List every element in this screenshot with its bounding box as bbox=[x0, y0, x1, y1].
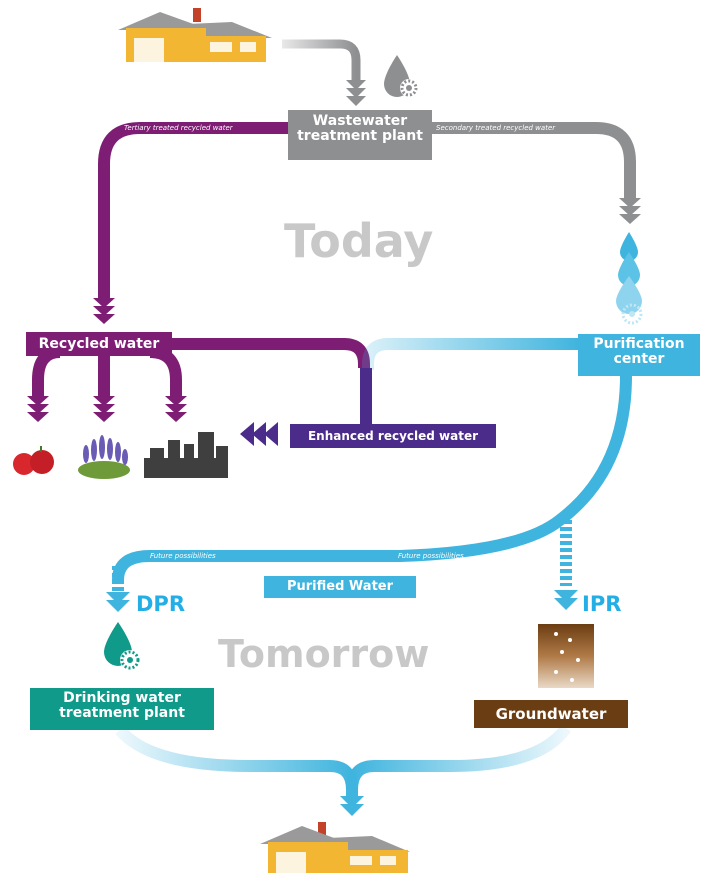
flow-tertiary bbox=[93, 122, 288, 324]
tomorrow-heading: Tomorrow bbox=[218, 632, 430, 676]
house-icon-bottom bbox=[260, 822, 410, 873]
groundwater-label: Groundwater bbox=[474, 700, 628, 728]
drinking-line2: treatment plant bbox=[59, 704, 185, 721]
future-possibilities-right: Future possibilities bbox=[398, 552, 464, 560]
flow-recycled-branches bbox=[27, 346, 187, 422]
flow-secondary bbox=[432, 122, 641, 224]
purified-water-label: Purified Water bbox=[264, 576, 416, 598]
groundwater-layers-icon bbox=[538, 624, 594, 688]
flow-purification-to-junction bbox=[362, 338, 580, 370]
water-drop-gear-icon bbox=[384, 55, 418, 97]
drinking-water-plant-label: Drinking water treatment plant bbox=[30, 688, 214, 730]
wastewater-plant-line2: treatment plant bbox=[297, 127, 423, 144]
today-heading: Today bbox=[284, 214, 434, 268]
recycled-water-label: Recycled water bbox=[26, 332, 172, 356]
enhanced-recycled-water-label: Enhanced recycled water bbox=[290, 424, 496, 448]
purification-line2: center bbox=[613, 350, 665, 367]
flow-bottom-converge bbox=[115, 724, 571, 816]
secondary-label: Secondary treated recycled water bbox=[436, 124, 556, 132]
water-drops-icon bbox=[616, 232, 642, 314]
wastewater-plant-line1: Wastewater bbox=[312, 113, 408, 129]
water-drop-gear-icon-teal bbox=[104, 622, 140, 670]
apples-icon bbox=[13, 446, 54, 475]
future-possibilities-left: Future possibilities bbox=[150, 552, 216, 560]
flow-arrow-house-to-plant bbox=[282, 39, 366, 106]
drinking-line1: Drinking water bbox=[63, 690, 181, 706]
city-icon bbox=[144, 432, 228, 478]
gear-icon bbox=[621, 303, 643, 325]
flow-recycled-to-junction bbox=[170, 338, 370, 368]
house-icon-top bbox=[118, 8, 272, 62]
tertiary-label: Tertiary treated recycled water bbox=[124, 124, 233, 132]
purification-line1: Purification bbox=[593, 336, 685, 352]
purification-center-label: Purification center bbox=[578, 334, 700, 376]
dpr-label: DPR bbox=[136, 592, 185, 616]
flow-purification-to-future bbox=[106, 375, 632, 612]
lavender-icon bbox=[78, 435, 130, 479]
wastewater-plant-label: Wastewater treatment plant bbox=[288, 110, 432, 160]
ipr-label: IPR bbox=[582, 592, 622, 616]
